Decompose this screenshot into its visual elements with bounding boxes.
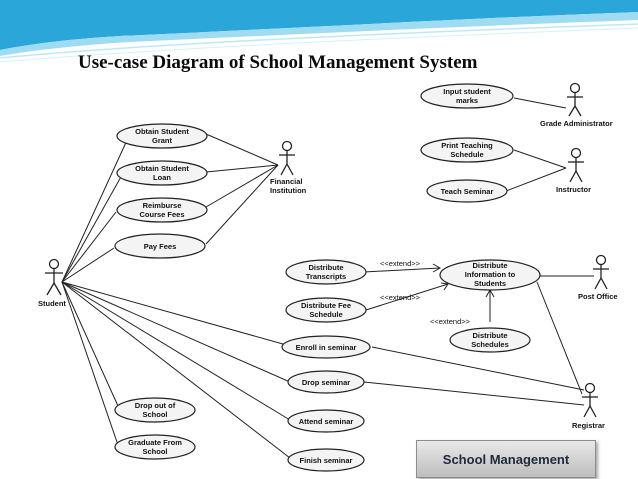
line-ins-teach xyxy=(505,167,567,192)
use-case-reimburse: Reimburse Course Fees xyxy=(116,197,208,223)
extend-label-3: <<extend>> xyxy=(430,317,471,326)
stick-figure-icon xyxy=(593,254,609,290)
line-student-graduate xyxy=(61,281,119,446)
use-case-obtain-grant: Obtain Student Grant xyxy=(116,123,208,149)
actor-label-financial: Financial xyxy=(270,177,303,186)
line-fi-reimburse xyxy=(205,164,279,208)
line-student-attend xyxy=(61,281,291,421)
use-case-label: marks xyxy=(456,96,478,105)
use-case-label: Schedule xyxy=(450,150,483,159)
extend-label-1: <<extend>> xyxy=(380,259,421,268)
stick-figure-icon xyxy=(567,82,583,117)
line-student-reimburse xyxy=(61,211,117,283)
use-case-label: Distribute xyxy=(472,261,507,270)
actor-label-grade-admin: Grade Administrator xyxy=(540,119,613,128)
actor-label-registrar: Registrar xyxy=(572,421,605,430)
use-case-label: Course Fees xyxy=(139,210,184,219)
use-case-label: Input student xyxy=(443,87,491,96)
actor-financial-institution: Financial Institution xyxy=(270,140,307,195)
extend-label-2: <<extend>> xyxy=(380,293,421,302)
use-case-label: Students xyxy=(474,279,506,288)
use-case-attend-seminar: Attend seminar xyxy=(287,409,365,433)
actor-post-office: Post Office xyxy=(578,254,618,301)
use-case-label: Reimburse xyxy=(143,201,182,210)
use-case-label: School xyxy=(142,447,167,456)
use-case-label: Attend seminar xyxy=(299,417,354,426)
actor-label-instructor: Instructor xyxy=(556,185,591,194)
extend-relations: <<extend>> <<extend>> <<extend>> xyxy=(363,259,495,326)
extend-arrowhead-transcripts xyxy=(432,263,442,273)
use-case-graduate: Graduate From School xyxy=(114,434,196,460)
use-case-finish-seminar: Finish seminar xyxy=(287,448,365,472)
line-ga-marks xyxy=(513,97,567,109)
line-fi-grant xyxy=(205,133,279,166)
use-case-label: Schedule xyxy=(309,310,342,319)
actor-grade-administrator: Grade Administrator xyxy=(540,82,613,128)
line-reg-drop xyxy=(363,381,585,406)
actor-label-post-office: Post Office xyxy=(578,292,618,301)
use-case-label: Graduate From xyxy=(128,438,182,447)
line-student-dropout xyxy=(61,281,119,407)
use-case-label: Pay Fees xyxy=(144,242,177,251)
actor-student: Student xyxy=(38,258,66,308)
line-reg-distinfo xyxy=(536,281,583,395)
use-case-label: Transcripts xyxy=(306,272,346,281)
use-case-label: Distribute xyxy=(308,263,343,272)
use-case-label: Drop out of xyxy=(135,401,176,410)
use-case-label: Obtain Student xyxy=(135,164,189,173)
use-case-label: Grant xyxy=(152,136,173,145)
use-case-enroll-seminar: Enroll in seminar xyxy=(281,335,371,359)
line-fi-loan xyxy=(205,164,279,173)
line-fi-payfees xyxy=(205,164,279,245)
actor-instructor: Instructor xyxy=(556,147,591,194)
decorative-banner xyxy=(0,0,638,63)
use-case-distribute-fee-schedule: Distribute Fee Schedule xyxy=(285,297,367,323)
extend-line-feesched xyxy=(365,283,449,311)
use-case-label: Information to xyxy=(465,270,516,279)
use-case-label: Finish seminar xyxy=(300,456,353,465)
use-case-teach-seminar: Teach Seminar xyxy=(426,179,508,203)
stick-figure-icon xyxy=(568,147,584,183)
use-case-obtain-loan: Obtain Student Loan xyxy=(116,160,208,186)
line-ins-print xyxy=(513,149,567,169)
use-case-label: Obtain Student xyxy=(135,127,189,136)
extend-line-transcripts xyxy=(363,267,441,273)
line-student-finish xyxy=(61,281,291,459)
use-case-label: Distribute xyxy=(472,331,507,340)
use-case-pay-fees: Pay Fees xyxy=(114,233,206,259)
line-reg-enroll xyxy=(371,346,585,391)
use-case-label: Print Teaching xyxy=(441,141,493,150)
use-case-label: Teach Seminar xyxy=(441,187,494,196)
use-case-label: Distribute Fee xyxy=(301,301,351,310)
use-case-label: Schedules xyxy=(471,340,509,349)
stick-figure-icon xyxy=(582,382,598,418)
use-case-distribute-information: Distribute Information to Students xyxy=(439,259,541,291)
page-title: Use-case Diagram of School Management Sy… xyxy=(78,52,478,73)
use-case-label: School xyxy=(142,410,167,419)
use-case-distribute-transcripts: Distribute Transcripts xyxy=(285,259,367,285)
actor-registrar: Registrar xyxy=(572,382,605,430)
use-case-print-schedule: Print Teaching Schedule xyxy=(420,137,514,163)
use-case-input-marks: Input student marks xyxy=(420,83,514,109)
association-lines xyxy=(61,97,594,459)
use-case-drop-out: Drop out of School xyxy=(114,397,196,423)
line-student-drop xyxy=(61,281,291,383)
extend-arrowhead-feesched xyxy=(440,282,449,291)
stick-figure-icon xyxy=(279,140,295,176)
line-student-enroll xyxy=(61,281,291,347)
actor-label-financial: Institution xyxy=(270,186,307,195)
use-case-label: Loan xyxy=(153,173,171,182)
line-student-grant xyxy=(61,137,129,283)
use-case-drop-seminar: Drop seminar xyxy=(287,370,365,394)
line-student-payfees xyxy=(61,247,115,283)
stick-figure-icon xyxy=(45,258,63,296)
line-student-loan xyxy=(61,174,123,283)
actor-label-student: Student xyxy=(38,299,66,308)
use-case-label: Drop seminar xyxy=(302,378,350,387)
use-case-distribute-schedules: Distribute Schedules xyxy=(449,327,531,353)
school-management-badge: School Management xyxy=(416,440,596,478)
use-case-label: Enroll in seminar xyxy=(296,343,357,352)
